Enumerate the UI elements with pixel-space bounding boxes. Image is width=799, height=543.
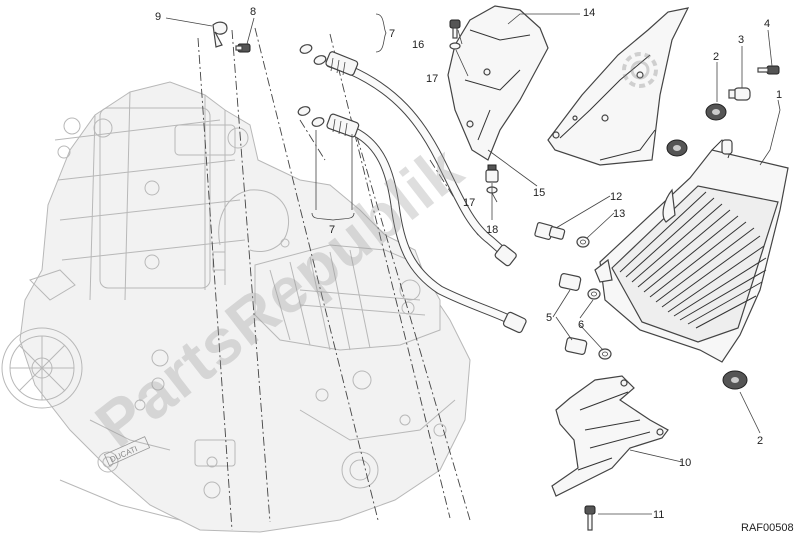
bracket-part-10: [551, 375, 669, 497]
callout-5: 5: [546, 312, 552, 324]
callout-14: 14: [583, 7, 595, 19]
watermark-gear-icon: [622, 52, 658, 88]
grommet-part-2-mid: [666, 139, 688, 157]
washer-part-13: [576, 236, 590, 248]
grommet-part-2-lower: [722, 370, 748, 390]
fitting-part-12: [534, 222, 566, 240]
callout-12: 12: [610, 191, 622, 203]
callout-1: 1: [776, 89, 782, 101]
bushing-part-18: [485, 164, 499, 183]
callout-2-lower: 2: [757, 435, 763, 447]
callout-11: 11: [653, 509, 664, 521]
screw-part-16: [449, 19, 461, 39]
callout-6: 6: [578, 319, 584, 331]
washer-part-6-upper: [587, 288, 601, 300]
callout-labels: 1 2 2 3 4 5 6 7 7 8 9 10 11 12 13 14 15 …: [155, 6, 782, 521]
leader-lines: [165, 13, 781, 515]
fitting-part-5-upper: [558, 273, 582, 291]
callout-4: 4: [764, 18, 770, 30]
washer-part-17-upper: [449, 42, 461, 50]
callout-17-lower: 17: [463, 197, 475, 209]
guard-part-14: [447, 5, 549, 161]
clip-part-9: [212, 21, 228, 48]
callout-7-lower: 7: [329, 224, 335, 236]
screw-part-8: [235, 43, 251, 53]
callout-9: 9: [155, 11, 161, 23]
callout-8: 8: [250, 6, 256, 18]
callout-17-upper: 17: [426, 73, 438, 85]
engine-block: [1, 81, 471, 533]
guard-part-15: [547, 7, 690, 166]
fitting-part-5-lower: [564, 337, 588, 355]
screw-part-11: [584, 505, 596, 531]
callout-16: 16: [412, 39, 424, 51]
callout-18: 18: [486, 224, 498, 236]
drawing-code: RAF00508: [741, 522, 794, 534]
callout-13: 13: [613, 208, 625, 220]
oil-cooler-part-1: [594, 139, 789, 363]
bushing-part-3: [728, 87, 751, 101]
o-rings-upper: [299, 44, 327, 65]
o-rings-lower: [297, 106, 325, 127]
screw-part-4: [757, 65, 780, 75]
grommet-part-2-upper: [705, 103, 727, 121]
callout-2-upper: 2: [713, 51, 719, 63]
oil-hose-lower: [326, 113, 527, 334]
assembly-lines: [197, 27, 479, 531]
callout-10: 10: [679, 457, 691, 469]
washer-part-6-lower: [598, 348, 612, 360]
oil-hose-upper: [325, 51, 517, 267]
callout-7-upper: 7: [389, 28, 395, 40]
callout-3: 3: [738, 34, 744, 46]
callout-15: 15: [533, 187, 545, 199]
